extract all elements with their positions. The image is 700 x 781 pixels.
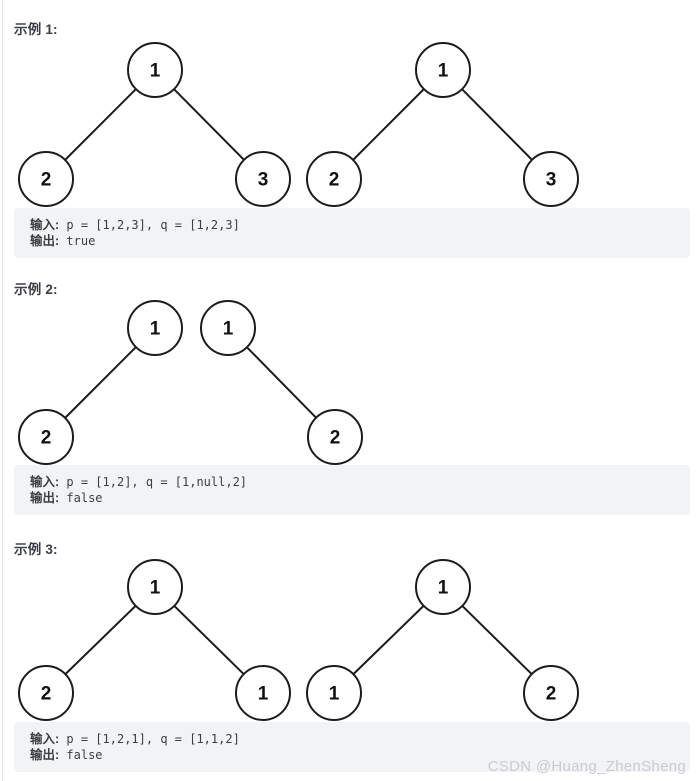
- left-margin-rule: [2, 0, 3, 781]
- tree-1-q: 1 2 3: [306, 42, 579, 207]
- tree-node: 1: [127, 42, 183, 98]
- node-value: 2: [546, 684, 557, 705]
- example-1-heading: 示例 1:: [14, 22, 58, 37]
- node-value: 1: [329, 684, 340, 705]
- tree-node: 1: [306, 665, 362, 721]
- tree-edge: [245, 345, 318, 420]
- tree-node: 2: [18, 151, 74, 207]
- tree-edge: [172, 87, 246, 162]
- tree-node: 2: [18, 665, 74, 721]
- node-value: 1: [223, 319, 234, 340]
- tree-node: 2: [307, 409, 363, 465]
- tree-node: 1: [415, 559, 471, 615]
- output-value: true: [59, 234, 96, 248]
- input-value: p = [1,2,1], q = [1,1,2]: [59, 732, 240, 746]
- tree-3-p: 1 2 1: [18, 559, 291, 721]
- node-value: 3: [546, 170, 557, 191]
- tree-node: 1: [235, 665, 291, 721]
- node-circle: [415, 42, 471, 98]
- tree-edge: [351, 87, 426, 162]
- node-circle: [127, 42, 183, 98]
- tree-edge: [460, 87, 534, 162]
- example-3-io-block: 输入: p = [1,2,1], q = [1,1,2] 输出: false: [14, 722, 690, 772]
- node-value: 1: [258, 684, 269, 705]
- tree-node: 2: [523, 665, 579, 721]
- example-2-heading: 示例 2:: [14, 282, 58, 297]
- tree-node: 1: [127, 559, 183, 615]
- tree-node: 2: [306, 151, 362, 207]
- node-circle: [18, 665, 74, 721]
- node-circle: [523, 665, 579, 721]
- node-value: 1: [438, 61, 449, 82]
- node-circle: [235, 151, 291, 207]
- node-circle: [18, 409, 74, 465]
- watermark-text: CSDN @Huang_ZhenSheng: [487, 758, 686, 775]
- tree-node: 2: [18, 409, 74, 465]
- tree-edge: [460, 604, 534, 676]
- tree-edge: [63, 345, 138, 420]
- tree-2-p: 12: [18, 300, 183, 465]
- example-3-input-line: 输入: p = [1,2,1], q = [1,1,2]: [30, 731, 690, 747]
- node-value: 3: [258, 170, 269, 191]
- example-3-output-line: 输出: false: [30, 747, 690, 763]
- input-value: p = [1,2,3], q = [1,2,3]: [59, 218, 240, 232]
- input-value: p = [1,2], q = [1,null,2]: [59, 475, 248, 489]
- output-label: 输出:: [30, 234, 60, 248]
- node-value: 1: [150, 61, 161, 82]
- input-label: 输入:: [30, 732, 60, 746]
- node-value: 2: [41, 170, 52, 191]
- input-label: 输入:: [30, 218, 60, 232]
- node-value: 1: [150, 578, 161, 599]
- tree-node: 1: [127, 300, 183, 356]
- example-2-io-block: 输入: p = [1,2], q = [1,null,2] 输出: false: [14, 465, 690, 515]
- node-value: 1: [438, 578, 449, 599]
- tree-edge: [351, 604, 426, 676]
- tree-2-q: 12: [200, 300, 363, 465]
- tree-edge: [172, 604, 246, 676]
- tree-node: 1: [415, 42, 471, 98]
- node-circle: [18, 151, 74, 207]
- tree-3-q: 1 1 2: [306, 559, 579, 721]
- example-2-input-line: 输入: p = [1,2], q = [1,null,2]: [30, 474, 690, 490]
- node-circle: [200, 300, 256, 356]
- input-label: 输入:: [30, 475, 60, 489]
- tree-edge: [63, 87, 138, 162]
- example-1-input-line: 输入: p = [1,2,3], q = [1,2,3]: [30, 217, 690, 233]
- tree-node: 3: [523, 151, 579, 207]
- tree-node: 3: [235, 151, 291, 207]
- node-value: 2: [330, 428, 341, 449]
- node-circle: [127, 300, 183, 356]
- node-circle: [235, 665, 291, 721]
- tree-edge: [63, 604, 138, 676]
- output-label: 输出:: [30, 491, 60, 505]
- node-circle: [415, 559, 471, 615]
- node-circle: [127, 559, 183, 615]
- node-circle: [523, 151, 579, 207]
- node-value: 1: [150, 319, 161, 340]
- tree-1-p: 1 2 3: [18, 42, 291, 207]
- output-label: 输出:: [30, 748, 60, 762]
- example-1-output-line: 输出: true: [30, 233, 690, 249]
- output-value: false: [59, 748, 103, 762]
- node-value: 2: [41, 684, 52, 705]
- node-circle: [306, 151, 362, 207]
- tree-node: 1: [200, 300, 256, 356]
- example-1-io-block: 输入: p = [1,2,3], q = [1,2,3] 输出: true: [14, 208, 690, 258]
- example-2-output-line: 输出: false: [30, 490, 690, 506]
- node-value: 2: [41, 428, 52, 449]
- output-value: false: [59, 491, 103, 505]
- node-value: 2: [329, 170, 340, 191]
- node-circle: [306, 665, 362, 721]
- example-3-heading: 示例 3:: [14, 542, 58, 557]
- node-circle: [307, 409, 363, 465]
